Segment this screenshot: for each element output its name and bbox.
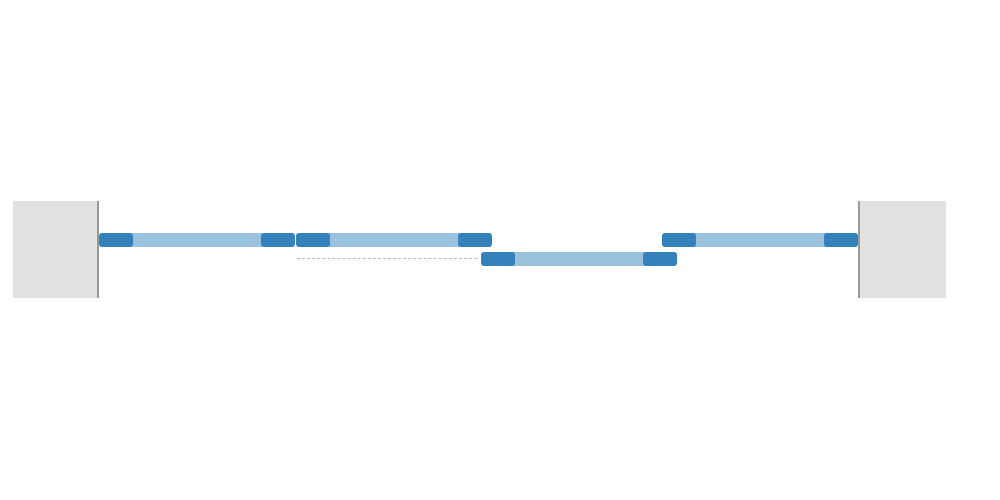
segment-end-cap[interactable] [261,233,295,247]
span-segment-3-dropped[interactable] [481,252,677,266]
segment-end-cap[interactable] [643,252,677,266]
segment-end-cap[interactable] [99,233,133,247]
segment-end-cap[interactable] [481,252,515,266]
left-support-block [13,201,99,298]
segment-end-cap[interactable] [296,233,330,247]
segment-end-cap[interactable] [662,233,696,247]
span-segment-2[interactable] [296,233,492,247]
span-segment-1[interactable] [99,233,295,247]
segment-end-cap[interactable] [824,233,858,247]
right-support-block [858,201,946,298]
dashed-guide-line [297,258,477,259]
segment-end-cap[interactable] [458,233,492,247]
span-segment-4[interactable] [662,233,858,247]
